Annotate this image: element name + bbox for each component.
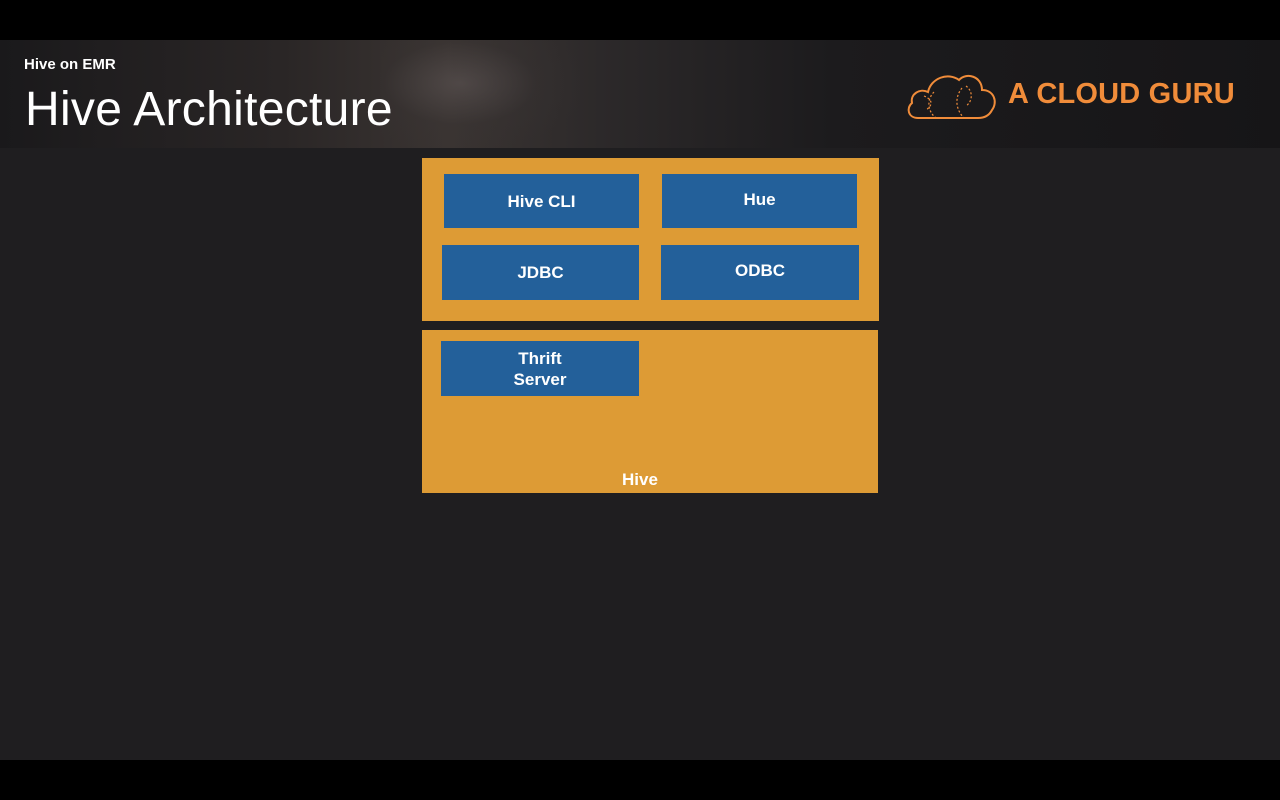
slide-title: Hive Architecture [25, 83, 393, 136]
hive-panel: Thrift Server Hive [422, 330, 878, 493]
thrift-server-label: Thrift Server [513, 348, 567, 389]
hue-box: Hue [662, 174, 857, 228]
odbc-box: ODBC [661, 245, 859, 300]
brand-name: A CLOUD GURU [1008, 78, 1235, 110]
hue-label: Hue [743, 190, 776, 209]
slide: Hive on EMR Hive Architecture A CLOUD GU… [0, 40, 1280, 760]
slide-subtitle: Hive on EMR [24, 56, 116, 73]
clients-panel: Hive CLI Hue JDBC ODBC [422, 158, 879, 321]
cloud-logo-icon [907, 74, 996, 119]
thrift-server-box: Thrift Server [441, 341, 639, 396]
odbc-label: ODBC [734, 261, 786, 280]
hive-cli-label: Hive CLI [507, 191, 576, 211]
letterbox-top [0, 0, 1280, 40]
hive-cli-box: Hive CLI [444, 174, 639, 228]
slide-header: Hive on EMR Hive Architecture A CLOUD GU… [0, 40, 1280, 148]
letterbox-bottom [0, 760, 1280, 800]
presenter-video-shade [380, 40, 580, 148]
brand-logo: A CLOUD GURU [904, 66, 1254, 122]
jdbc-label: JDBC [517, 263, 564, 282]
hive-label: Hive [622, 470, 658, 489]
jdbc-box: JDBC [442, 245, 639, 300]
